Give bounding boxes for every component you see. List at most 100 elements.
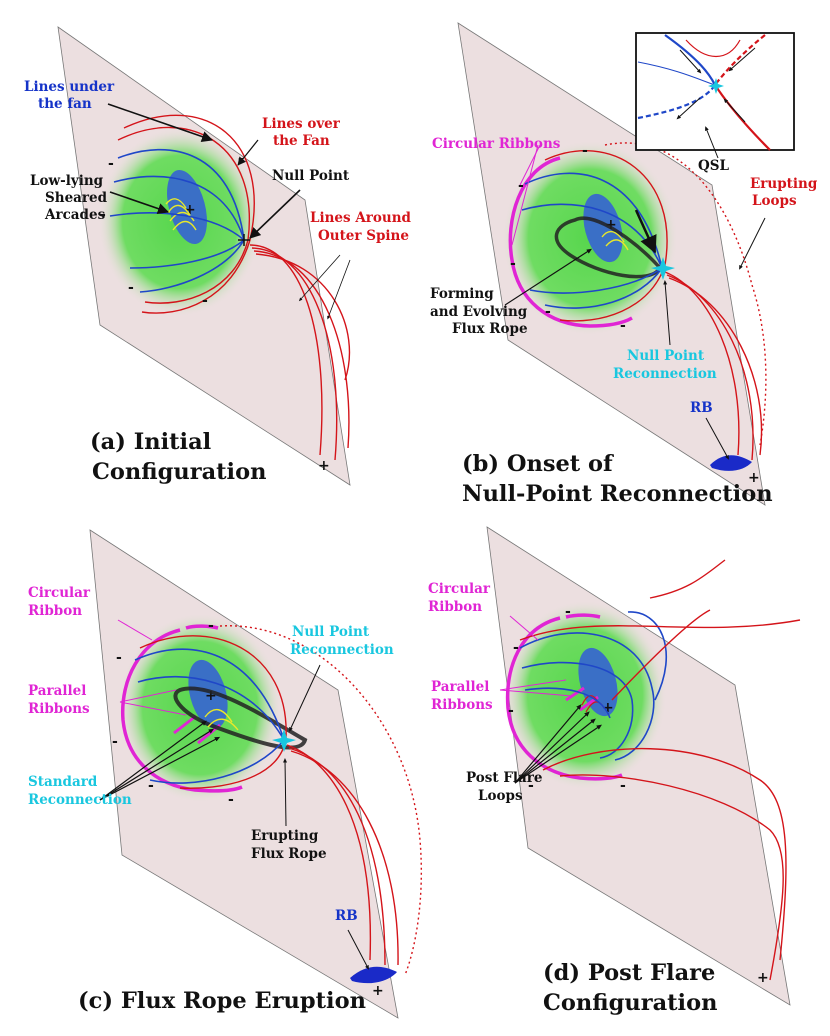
arrow-parallel-ribbons-2 xyxy=(119,689,177,703)
arrow-rb xyxy=(705,417,729,460)
label-lines-under-fan-2: the fan xyxy=(38,96,92,112)
red-field-lines xyxy=(519,559,801,981)
label-circular-ribbons: Circular Ribbons xyxy=(432,136,561,152)
blue-field-lines xyxy=(519,611,668,761)
blue-field-lines xyxy=(134,648,285,784)
null-point-star xyxy=(651,257,675,280)
svg-text:+: + xyxy=(605,217,617,233)
panel-d: + - - - xyxy=(428,526,801,1016)
red-field-lines xyxy=(139,625,423,976)
flux-rope-ring xyxy=(554,216,663,279)
svg-text:-: - xyxy=(208,618,214,634)
label-arcades: Arcades xyxy=(44,207,106,223)
label-null-reconnection: Null Point xyxy=(627,348,705,364)
caption-a-2: Configuration xyxy=(92,459,266,485)
caption-b: (b) Onset of xyxy=(462,451,614,477)
arrow-post-flare-2 xyxy=(514,711,590,784)
svg-text:-: - xyxy=(202,293,208,309)
label-post-flare-2: Loops xyxy=(478,788,523,804)
label-outer-spine-2: Outer Spine xyxy=(318,228,409,244)
flux-rope xyxy=(173,686,308,750)
svg-text:-: - xyxy=(112,734,118,750)
signs: - - - - - + xyxy=(508,604,769,986)
arrow-parallel-ribbons-2 xyxy=(499,679,567,691)
label-lines-under-fan: Lines under xyxy=(24,79,115,95)
circular-ribbon xyxy=(508,156,633,328)
label-null-reconnection-2: Reconnection xyxy=(290,642,394,658)
panel-a: + - - - - - + xyxy=(24,26,412,486)
svg-text:+: + xyxy=(372,983,384,999)
svg-text:-: - xyxy=(508,703,514,719)
null-point-star xyxy=(272,729,296,752)
svg-text:+: + xyxy=(748,470,760,486)
label-forming-3: Flux Rope xyxy=(452,321,528,337)
label-standard-reconnection: Standard xyxy=(28,774,98,790)
label-erupting-loops-2: Loops xyxy=(752,193,797,209)
caption-b-2: Null-Point Reconnection xyxy=(462,481,773,507)
arrow-circular-ribbon xyxy=(117,619,153,641)
arrow-post-flare-4 xyxy=(514,724,602,784)
svg-text:-: - xyxy=(148,778,154,794)
remote-brightening xyxy=(350,966,397,984)
label-outer-spine: Lines Around xyxy=(310,210,412,226)
inset-qsl xyxy=(635,32,795,151)
caption-d-2: Configuration xyxy=(543,990,717,1016)
blue-field-lines xyxy=(109,148,245,293)
caption-a: (a) Initial xyxy=(90,429,211,455)
caption-d: (d) Post Flare xyxy=(543,960,715,986)
arrow-parallel-ribbons-1 xyxy=(119,701,187,716)
svg-text:-: - xyxy=(100,207,106,223)
svg-text:-: - xyxy=(565,604,571,620)
svg-text:+: + xyxy=(602,700,614,716)
label-parallel-ribbons-2: Ribbons xyxy=(28,701,90,717)
svg-text:-: - xyxy=(513,640,519,656)
sheared-arcades xyxy=(165,198,197,231)
signs: - - - - - + xyxy=(510,143,760,486)
label-lines-over-fan: Lines over xyxy=(262,116,341,132)
label-forming-2: and Evolving xyxy=(430,304,528,320)
label-erupting-flux-rope-2: Flux Rope xyxy=(251,846,327,862)
arrow-outer-spine-1 xyxy=(327,259,351,320)
label-low-lying: Low-lying xyxy=(30,173,104,189)
arrow-qsl xyxy=(705,126,719,159)
svg-text:-: - xyxy=(582,143,588,159)
arrow-inflow xyxy=(634,209,657,254)
arrow-standard-2 xyxy=(99,728,215,801)
label-lines-over-fan-2: the Fan xyxy=(273,133,330,149)
arrow-erupting-flux-rope xyxy=(283,758,288,827)
sheared-arcades xyxy=(204,709,239,731)
svg-text:+: + xyxy=(205,688,217,704)
positive-polarity-patch xyxy=(583,193,623,263)
null-point-marker xyxy=(238,234,250,246)
label-erupting-loops: Erupting xyxy=(750,176,818,192)
label-rb: RB xyxy=(690,400,713,416)
label-erupting-flux-rope: Erupting xyxy=(251,828,319,844)
label-forming: Forming xyxy=(430,286,494,302)
label-parallel-ribbons-2: Ribbons xyxy=(431,697,493,713)
label-null-reconnection: Null Point xyxy=(292,624,370,640)
label-parallel-ribbons: Parallel xyxy=(431,679,489,695)
arrow-post-flare-1 xyxy=(514,704,582,784)
svg-text:-: - xyxy=(228,792,234,808)
svg-text:-: - xyxy=(518,178,524,194)
svg-text:-: - xyxy=(528,778,534,794)
arrow-low-lying xyxy=(109,191,170,215)
circular-ribbon xyxy=(505,616,623,781)
circular-ribbon-top xyxy=(565,613,601,619)
label-sheared: Sheared xyxy=(45,190,108,206)
svg-text:+: + xyxy=(184,202,196,218)
svg-text:+: + xyxy=(318,458,330,474)
svg-text:-: - xyxy=(620,778,626,794)
label-circular-ribbon-2: Ribbon xyxy=(428,599,482,615)
signs: - - - - - + xyxy=(112,618,384,999)
svg-text:-: - xyxy=(545,304,551,320)
sheared-arcades xyxy=(601,230,629,251)
label-post-flare: Post Flare xyxy=(466,770,543,786)
positive-polarity-patch xyxy=(188,659,228,729)
label-null-point: Null Point xyxy=(272,168,350,184)
label-standard-reconnection-2: Reconnection xyxy=(28,792,132,808)
arrow-lines-under-fan xyxy=(107,103,214,142)
label-circular-ribbon: Circular xyxy=(28,585,91,601)
arrow-circular-ribbon xyxy=(509,615,539,641)
